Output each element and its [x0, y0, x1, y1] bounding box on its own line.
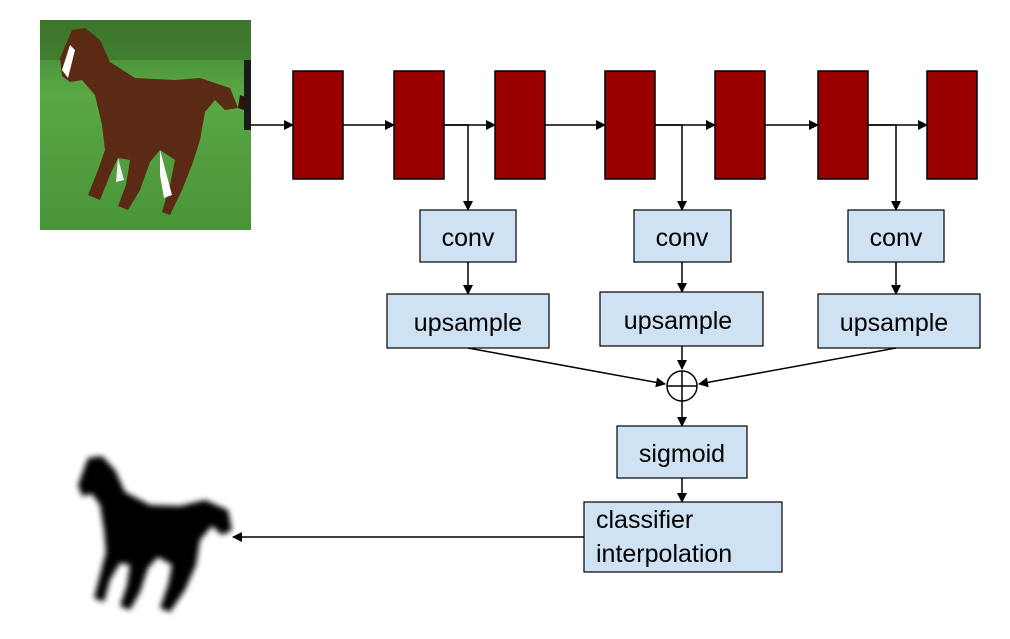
upsample-label-1: upsample	[414, 309, 522, 337]
conv-label-2: conv	[656, 224, 709, 252]
branch-2: conv upsample	[599, 124, 764, 347]
layer-block	[292, 70, 344, 180]
input-image	[40, 20, 251, 230]
upsample-label-3: upsample	[840, 309, 948, 337]
layer-block	[817, 70, 869, 180]
classifier-node: classifier interpolation	[583, 501, 783, 573]
upsample-box-2	[599, 291, 764, 347]
upsample-label-2: upsample	[624, 307, 732, 335]
layer-block	[714, 70, 766, 180]
sigmoid-label: sigmoid	[639, 440, 725, 468]
merge-arrows	[467, 346, 897, 388]
classifier-label-line2: interpolation	[596, 540, 732, 568]
horse-photo-icon	[40, 20, 251, 230]
layer-block	[494, 70, 546, 180]
sigmoid-node: sigmoid	[616, 425, 748, 479]
conv-label-1: conv	[442, 224, 495, 252]
conv-box-3	[847, 209, 945, 263]
branch-1: conv upsample	[386, 124, 550, 349]
classifier-label-line1: classifier	[596, 506, 693, 534]
branch-3: conv upsample	[817, 124, 981, 349]
circle-plus-icon	[666, 370, 698, 402]
layer-blocks	[292, 70, 978, 180]
layer-block	[926, 70, 978, 180]
layer-block	[604, 70, 656, 180]
upsample-box-1	[386, 293, 550, 349]
classifier-box	[583, 501, 783, 573]
horse-silhouette-icon	[78, 456, 232, 612]
conv-box-1	[419, 209, 517, 263]
conv-box-2	[633, 209, 732, 263]
conv-label-3: conv	[870, 224, 923, 252]
layer-block	[393, 70, 445, 180]
output-mask	[78, 456, 232, 612]
upsample-box-3	[817, 293, 981, 349]
sigmoid-box	[616, 425, 748, 479]
